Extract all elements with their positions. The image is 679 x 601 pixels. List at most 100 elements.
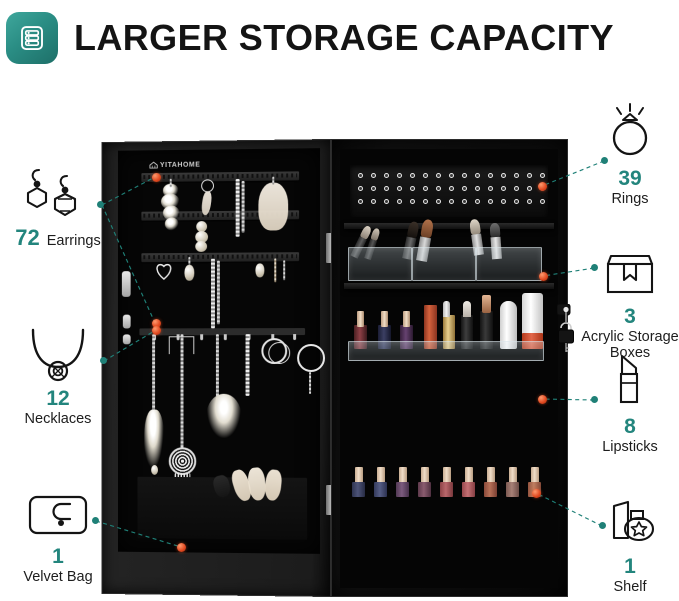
necklace-pendant (168, 447, 197, 476)
mirror-clip (122, 314, 131, 329)
earring-item (153, 261, 175, 281)
earring-rail (141, 171, 300, 183)
callout-count: 12 (46, 387, 70, 410)
feature-marker (177, 543, 186, 552)
nail-polish (378, 325, 391, 349)
lipstick (424, 305, 437, 349)
feature-marker (532, 489, 541, 498)
necklace-hook (293, 334, 297, 341)
velvet-bag-icon (0, 478, 118, 540)
callout-count: 3 (624, 305, 636, 328)
callout-acrylic-boxes: 3 Acrylic Storage Boxes (570, 238, 679, 362)
lipstick (480, 311, 493, 349)
mirror-clip (121, 271, 131, 297)
feature-marker (538, 395, 547, 404)
necklace-hook-bar (139, 328, 306, 341)
earring-item (235, 179, 240, 237)
callout-label-line2: Boxes (609, 345, 651, 362)
necklace-item (268, 342, 291, 365)
connector-dot (92, 517, 99, 524)
lipstick-icon (570, 348, 679, 410)
ring-rows (358, 173, 545, 209)
earring-item (241, 180, 245, 233)
necklace-item (245, 334, 250, 396)
box-icon (570, 238, 679, 300)
necklace-item (151, 464, 159, 475)
earring-item (272, 176, 275, 185)
ring-icon (570, 100, 679, 162)
callout-rings: 39 Rings (570, 100, 679, 207)
lipstick-cap (443, 301, 450, 317)
cabinet-interior (340, 149, 558, 588)
nail-polish (374, 467, 387, 497)
callout-earrings: 72 Earrings (0, 160, 118, 251)
earring-item (216, 260, 220, 325)
connector-dot (97, 201, 104, 208)
necklace-icon (0, 320, 118, 382)
shelf-divider (344, 283, 554, 289)
nail-polish (462, 467, 475, 497)
earring-item (195, 240, 208, 252)
nail-polish (400, 325, 413, 349)
acrylic-storage-box (476, 247, 542, 281)
nail-polish (440, 467, 453, 497)
page-title: LARGER STORAGE CAPACITY (74, 17, 614, 58)
mirror-clip (122, 334, 131, 345)
door-interior: YITAHOME (117, 148, 326, 554)
necklace-item (297, 344, 326, 372)
earring-item (211, 258, 215, 329)
callout-count: 39 (618, 167, 642, 190)
earring-item (274, 258, 277, 283)
nail-polish-cap (381, 311, 388, 327)
earrings-icon (0, 160, 118, 222)
brand-logo-text: YITAHOME (159, 161, 201, 169)
lipstick-bullet (482, 295, 491, 313)
lipstick (461, 315, 473, 349)
lipstick (443, 315, 455, 349)
nail-polish (352, 467, 365, 497)
connector-dot (599, 522, 606, 529)
lipstick-bullet (463, 301, 471, 317)
feature-marker (152, 173, 161, 182)
feature-marker (152, 319, 161, 328)
cosmetics-shelf-icon (570, 488, 679, 550)
callout-velvet-bag: 1 Velvet Bag (0, 478, 118, 585)
connector-dot (100, 357, 107, 364)
earring-item (283, 260, 286, 281)
connector-dot (591, 264, 598, 271)
acrylic-storage-box (348, 247, 412, 281)
feature-marker (152, 326, 161, 335)
nail-polish (484, 467, 497, 497)
nail-polish-cap (357, 311, 364, 327)
necklace-hook (200, 334, 204, 341)
callout-lipsticks: 8 Lipsticks (570, 348, 679, 455)
nail-polish-cap (403, 311, 410, 327)
callout-label: Earrings (46, 233, 101, 249)
callout-shelf: 1 Shelf (570, 488, 679, 595)
callout-count: 8 (624, 415, 636, 438)
necklace-item (206, 393, 242, 440)
callout-label: Shelf (613, 578, 647, 595)
storage-stack-icon (6, 12, 58, 64)
feature-marker (539, 272, 548, 281)
callout-label-line1: Acrylic Storage (581, 328, 679, 345)
product-image: YITAHOME (98, 139, 574, 597)
earring-item (188, 256, 191, 265)
cabinet-lock (556, 303, 587, 356)
earring-item (255, 263, 265, 278)
callout-label: Rings (611, 190, 649, 207)
cabinet-door: YITAHOME (101, 139, 331, 597)
cabinet-body (331, 139, 574, 597)
necklace-hanger (168, 336, 195, 355)
brand-logo: YITAHOME (149, 161, 200, 170)
header: LARGER STORAGE CAPACITY (0, 0, 679, 76)
earring-item (258, 182, 289, 231)
earring-item (164, 217, 179, 231)
cosmetic-tube (500, 301, 517, 349)
earring-item (184, 264, 195, 281)
nail-polish (396, 467, 409, 497)
necklace-item (144, 409, 164, 470)
nail-polish (506, 467, 519, 497)
callout-label: Velvet Bag (23, 568, 93, 585)
